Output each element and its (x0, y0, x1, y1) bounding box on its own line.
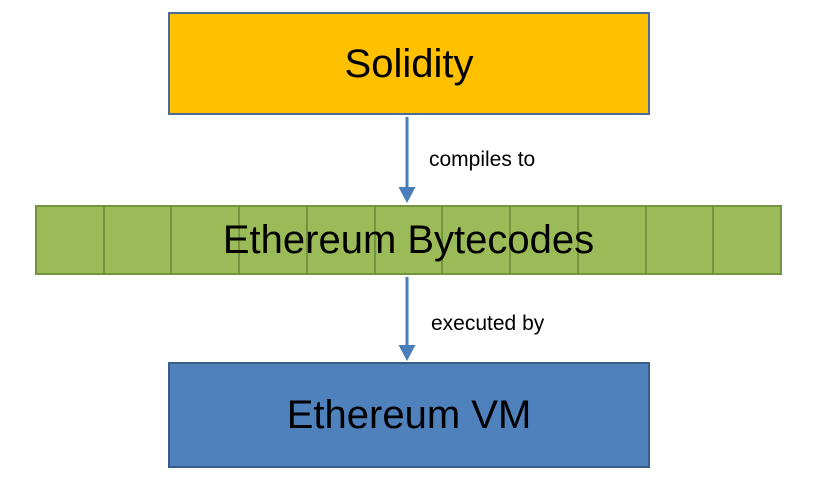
evm-box: Ethereum VM (168, 362, 650, 468)
bytecode-cell (240, 207, 308, 273)
compiles-to-label: compiles to (429, 148, 536, 171)
bytecode-cell (172, 207, 241, 273)
bytecode-cell (443, 207, 512, 273)
bytecode-cell (376, 207, 444, 273)
compiles-arrow-icon (396, 117, 418, 203)
bytecode-cell (579, 207, 647, 273)
bytecode-cell (37, 207, 105, 273)
bytecode-cell (105, 207, 173, 273)
solidity-box: Solidity (168, 12, 650, 115)
bytecode-cell (308, 207, 376, 273)
solidity-label: Solidity (344, 41, 474, 86)
bytecodes-label: Ethereum Bytecodes (222, 218, 595, 262)
executed-by-label: executed by (431, 312, 545, 335)
bytecode-cell (511, 207, 579, 273)
bytecode-cell (647, 207, 715, 273)
executed-arrow-icon (396, 277, 418, 361)
bytecode-cells (37, 207, 780, 273)
bytecodes-bar: Ethereum Bytecodes (35, 205, 782, 275)
evm-label: Ethereum VM (286, 393, 532, 437)
